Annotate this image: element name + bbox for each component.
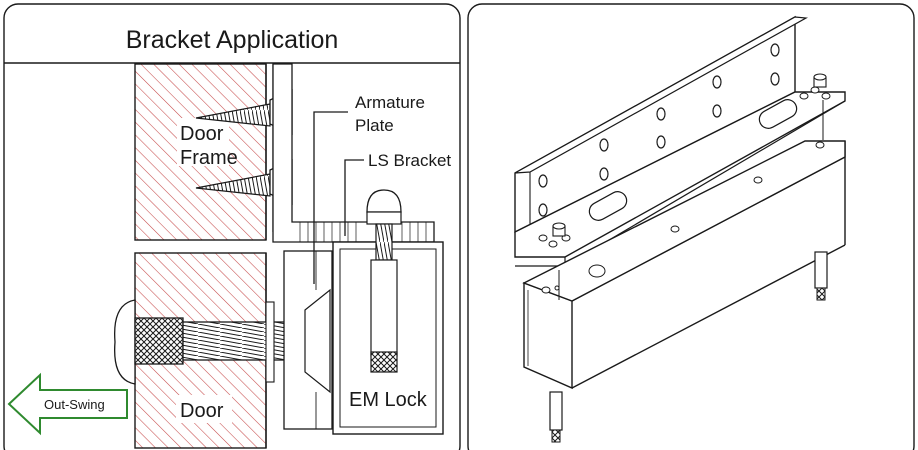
armature-label-line1: Armature [355, 93, 425, 112]
door-cap [114, 299, 136, 385]
em-lock-label: EM Lock [349, 389, 428, 411]
door-label: Door [180, 400, 224, 422]
em-lock-body [522, 140, 846, 390]
door-frame-label-line1: Door [180, 123, 224, 145]
armature-label-line2: Plate [355, 116, 394, 135]
left-panel: Bracket Application Door Frame [3, 3, 461, 450]
armature-plate [283, 250, 333, 430]
top-bolt-right [813, 73, 827, 88]
standoff-right [814, 100, 828, 301]
washer [265, 301, 275, 383]
top-bolt-left [552, 222, 566, 237]
flange-holes [538, 43, 780, 217]
door-frame: Door Frame [134, 63, 274, 241]
panel-title: Bracket Application [126, 26, 339, 54]
bracket-bolt [366, 189, 402, 373]
base-slot-right [758, 99, 798, 129]
knurled-sleeve [134, 317, 184, 365]
door-frame-label-line2: Frame [180, 147, 238, 169]
ls-bracket-leader [344, 159, 364, 236]
ls-bracket-label: LS Bracket [368, 151, 451, 170]
lock-screws [541, 141, 825, 294]
armature-leader [313, 111, 348, 284]
out-swing-label: Out-Swing [44, 397, 105, 412]
standoff-left [549, 270, 563, 443]
door-frame-label-bg [177, 118, 229, 166]
ls-bracket [272, 63, 435, 243]
base-slot-left [588, 191, 628, 221]
bracket-base-plate [514, 86, 846, 267]
door-label-bg [176, 395, 232, 423]
right-panel [467, 3, 915, 450]
out-swing-arrow: Out-Swing [7, 372, 128, 436]
